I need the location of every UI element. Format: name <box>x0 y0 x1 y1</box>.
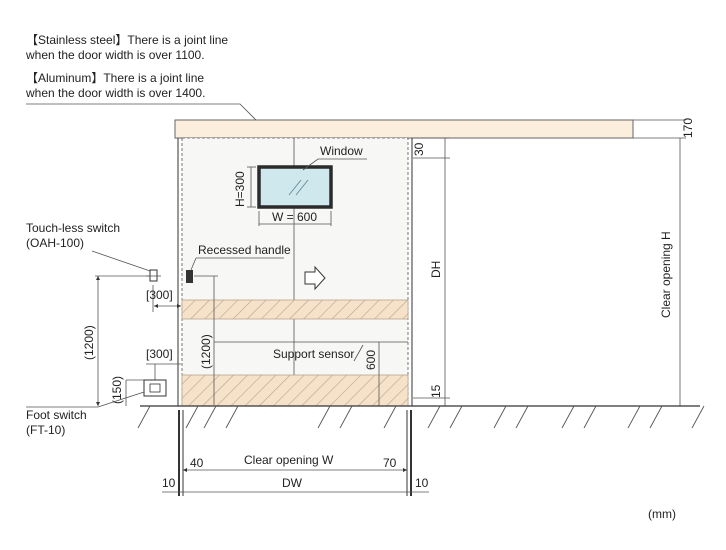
support-sensor-label: Support sensor <box>273 347 354 361</box>
note-stainless-line2: when the door width is over 1100. <box>25 48 205 62</box>
switch-offset-text-2: [300] <box>146 347 173 361</box>
upper-hatched-zone <box>181 299 409 320</box>
sensor-height-text: 600 <box>364 350 378 370</box>
window-label: Window <box>320 144 363 158</box>
touchless-switch-icon <box>149 269 158 282</box>
door-rail <box>174 119 634 139</box>
foot-switch-leader <box>26 391 145 408</box>
floor-hatching <box>137 405 705 429</box>
switch-height-text: (1200) <box>82 325 96 360</box>
window-leader <box>302 158 367 171</box>
glass-reflection-1 <box>288 179 302 196</box>
note-aluminum-line2: when the door width is over 1400. <box>25 86 205 100</box>
support-sensor-leader <box>353 344 364 362</box>
clear-opening-h-text: Clear opening H <box>659 231 673 318</box>
touchless-switch-label-1: Touch-less switch <box>26 221 120 235</box>
note-aluminum-line1: 【Aluminum】There is a joint line <box>26 71 204 85</box>
clear-opening-w-text: Clear opening W <box>244 453 334 467</box>
dh-text: DH <box>429 261 443 278</box>
touchless-switch-leader <box>91 250 154 273</box>
recessed-handle-leader <box>190 257 197 271</box>
glass-reflection-2 <box>295 179 309 196</box>
note-stainless-line1: 【Stainless steel】There is a joint line <box>26 33 228 47</box>
top-gap-text: 30 <box>412 142 426 156</box>
recessed-handle-label: Recessed handle <box>198 243 291 257</box>
rail-height-text: 170 <box>681 118 695 138</box>
right-10-text: 10 <box>415 476 429 490</box>
foot-switch-size-text: (150) <box>110 376 124 404</box>
door-leaf-outline <box>181 137 409 406</box>
window-height-text: H=300 <box>233 171 247 207</box>
handle-height-text: (1200) <box>199 334 213 369</box>
left-10-text: 10 <box>162 476 176 490</box>
bottom-gap-text: 15 <box>429 384 443 398</box>
window <box>257 165 333 209</box>
margin-40-text: 40 <box>190 456 204 470</box>
slide-direction-arrow-icon <box>304 265 326 291</box>
window-width-text: W = 600 <box>272 210 317 224</box>
foot-switch-label-1: Foot switch <box>26 408 87 422</box>
lower-hatched-zone <box>181 374 409 407</box>
unit-label: (mm) <box>648 507 676 521</box>
touchless-switch-label-2: (OAH-100) <box>26 236 84 250</box>
recessed-handle <box>186 270 193 283</box>
dw-text: DW <box>282 476 303 490</box>
foot-switch-pad-icon <box>149 383 161 393</box>
margin-70-text: 70 <box>383 456 397 470</box>
switch-offset-text-1: [300] <box>146 288 173 302</box>
foot-switch-label-2: (FT-10) <box>26 423 65 437</box>
